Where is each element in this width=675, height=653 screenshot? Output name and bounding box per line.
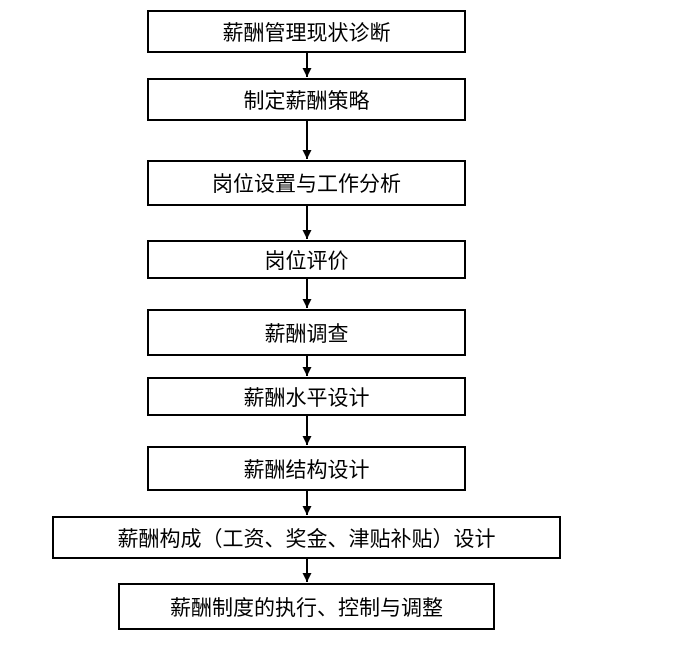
- step-salary-strategy: 制定薪酬策略: [147, 78, 466, 121]
- step-label: 岗位设置与工作分析: [212, 172, 401, 196]
- step-job-analysis: 岗位设置与工作分析: [147, 160, 466, 206]
- step-label: 岗位评价: [264, 248, 349, 273]
- step-label: 薪酬构成（工资、奖金、津贴补贴）设计: [117, 526, 496, 551]
- step-label: 薪酬管理现状诊断: [222, 20, 391, 45]
- step-label: 薪酬水平设计: [243, 385, 370, 410]
- step-label: 薪酬制度的执行、控制与调整: [170, 595, 443, 620]
- step-label: 薪酬调查: [264, 321, 349, 346]
- step-salary-composition-design: 薪酬构成（工资、奖金、津贴补贴）设计: [52, 516, 561, 559]
- step-salary-diagnosis: 薪酬管理现状诊断: [147, 10, 466, 53]
- step-salary-survey: 薪酬调查: [147, 309, 466, 356]
- step-system-execution-control: 薪酬制度的执行、控制与调整: [118, 583, 495, 630]
- step-salary-structure-design: 薪酬结构设计: [147, 446, 466, 491]
- step-salary-level-design: 薪酬水平设计: [147, 377, 466, 416]
- step-job-evaluation: 岗位评价: [147, 240, 466, 279]
- step-label: 薪酬结构设计: [243, 457, 370, 482]
- step-label: 制定薪酬策略: [243, 88, 370, 113]
